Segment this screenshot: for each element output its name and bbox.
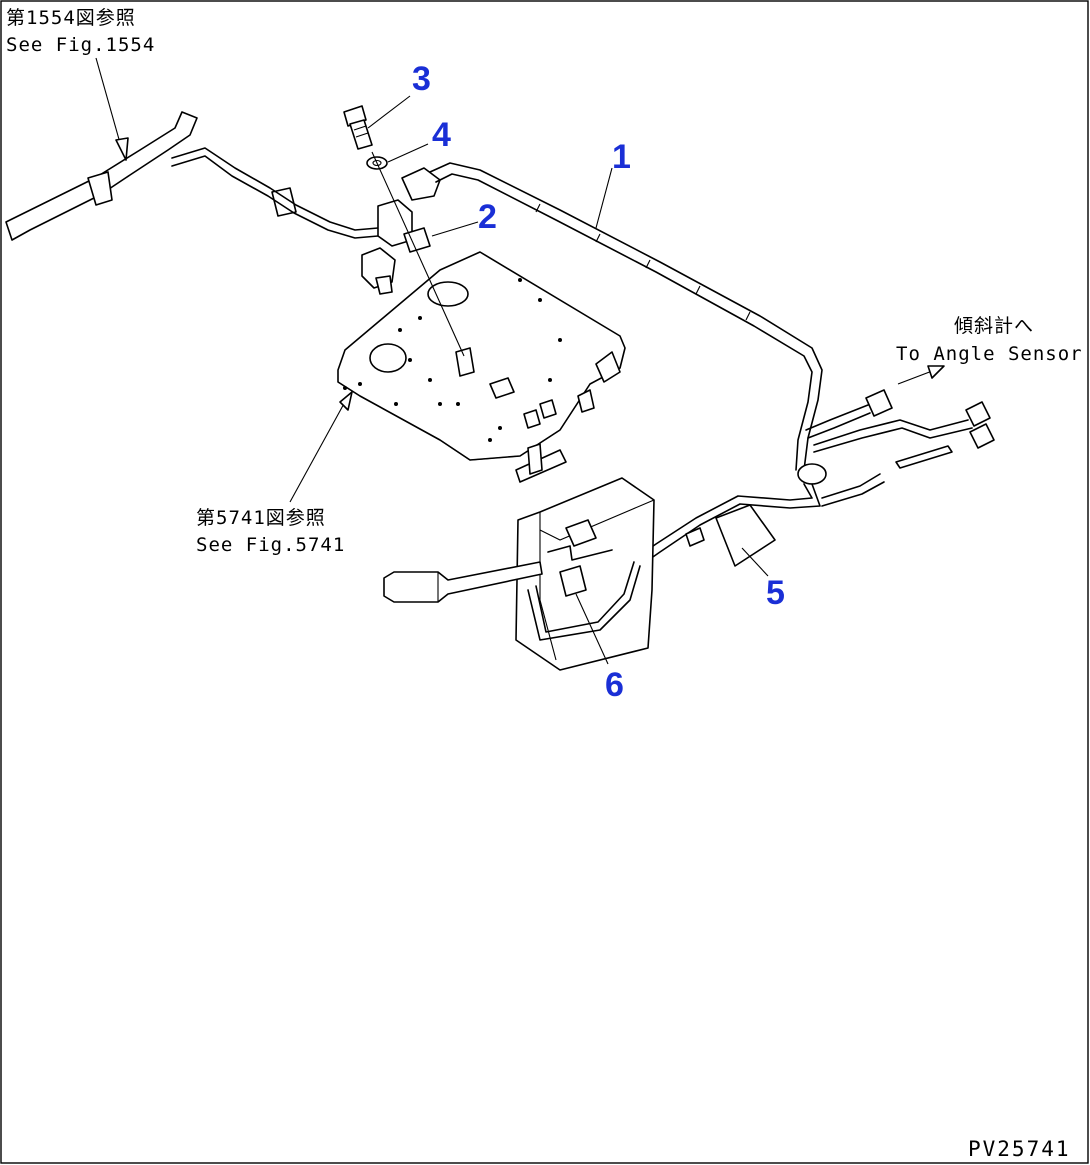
ref-arrow-5741 bbox=[289, 399, 347, 503]
ref-fig5741-en: See Fig.5741 bbox=[196, 534, 345, 556]
leader-2 bbox=[431, 221, 479, 237]
leader-1 bbox=[595, 167, 613, 229]
control-lever bbox=[383, 561, 543, 603]
ref-arrow-1554 bbox=[95, 57, 123, 151]
callout-5: 5 bbox=[766, 574, 785, 612]
main-harness-trunk bbox=[5, 111, 297, 241]
leader-5 bbox=[741, 547, 769, 577]
tag-5 bbox=[715, 504, 776, 567]
callout-6: 6 bbox=[605, 666, 624, 704]
ref-angle-sensor-en: To Angle Sensor bbox=[896, 343, 1083, 365]
callout-2: 2 bbox=[478, 198, 497, 236]
ref-fig5741-jp: 第5741図参照 bbox=[196, 507, 326, 529]
connector-2 bbox=[361, 199, 431, 295]
ref-fig1554-jp: 第1554図参照 bbox=[6, 7, 136, 29]
callout-3: 3 bbox=[412, 60, 431, 98]
angle-sensor-branch bbox=[805, 389, 995, 469]
callout-4: 4 bbox=[432, 116, 451, 154]
harness-clamp bbox=[797, 463, 827, 485]
control-box bbox=[515, 477, 655, 671]
drawing-code: PV25741 bbox=[968, 1137, 1071, 1161]
leader-4 bbox=[387, 143, 429, 163]
ref-fig1554-en: See Fig.1554 bbox=[6, 34, 155, 56]
harness-branch-left bbox=[171, 147, 379, 231]
ref-angle-sensor-jp: 傾斜計へ bbox=[954, 315, 1034, 337]
floor-plate bbox=[337, 251, 626, 483]
bolt-3 bbox=[343, 105, 373, 150]
leader-6 bbox=[575, 593, 609, 665]
leader-3 bbox=[367, 95, 411, 129]
bolt-leader bbox=[371, 151, 465, 357]
harness-1 bbox=[401, 162, 823, 471]
callout-1: 1 bbox=[612, 138, 631, 176]
harness-to-control-box bbox=[635, 473, 885, 567]
